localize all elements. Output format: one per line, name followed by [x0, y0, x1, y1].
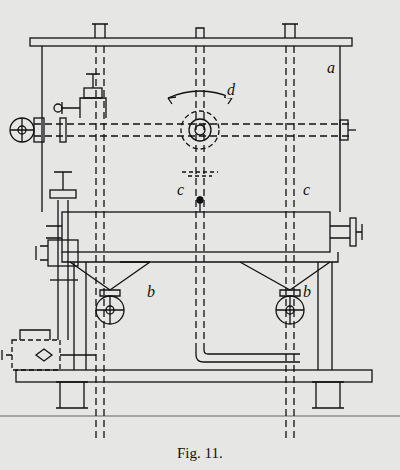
- rod-knob: [92, 24, 298, 38]
- callout-letter: d: [226, 82, 236, 98]
- top-plate: [30, 38, 352, 46]
- callout-letter: b: [146, 284, 156, 300]
- outlet-valve: [96, 296, 304, 324]
- drain-pipe: [196, 350, 300, 362]
- callout-letter: b: [302, 284, 312, 300]
- figure-caption: Fig. 11.: [177, 446, 223, 461]
- callout-letter: a: [326, 60, 336, 76]
- frame: [0, 262, 400, 416]
- cylinder: [46, 196, 362, 252]
- stirring-rod: [96, 46, 294, 440]
- valve: [54, 74, 106, 118]
- callout-letter: c: [302, 182, 311, 198]
- tank-wall: [42, 46, 340, 212]
- collector: [2, 330, 96, 370]
- side-pipe: [36, 172, 78, 340]
- callout-letter: c: [176, 182, 185, 198]
- rotor: [168, 91, 232, 176]
- hopper: [62, 252, 338, 296]
